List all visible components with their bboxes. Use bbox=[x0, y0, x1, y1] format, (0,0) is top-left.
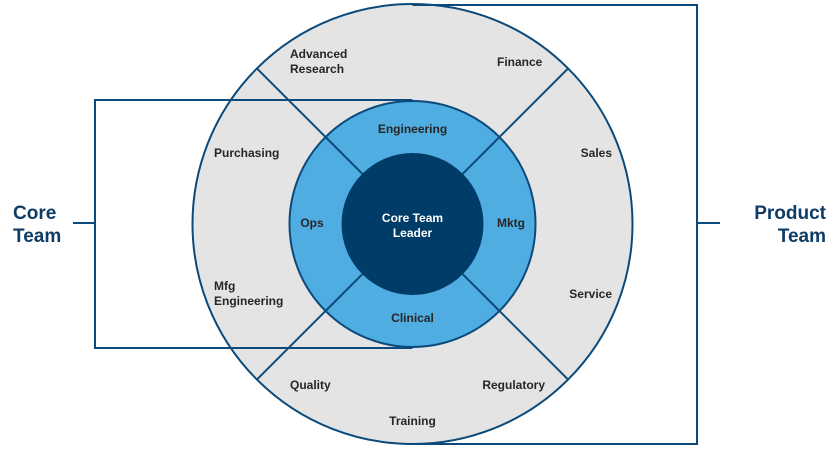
function-finance: Finance bbox=[497, 55, 543, 69]
function-quality: Quality bbox=[290, 378, 331, 392]
core-team-label-line1: Core bbox=[13, 203, 56, 224]
product-team-bracket bbox=[412, 4, 698, 445]
core-team-leader-circle bbox=[341, 153, 484, 295]
core-function-engineering: Engineering bbox=[378, 122, 447, 136]
function-advanced-research-line2: Research bbox=[290, 62, 344, 76]
core-function-mktg: Mktg bbox=[497, 216, 525, 230]
core-function-clinical: Clinical bbox=[391, 311, 434, 325]
function-sales: Sales bbox=[581, 146, 613, 160]
divider-inner-bottom-left bbox=[324, 273, 364, 312]
core-team-leader-label-line2: Leader bbox=[393, 226, 433, 240]
core-team-label-line2: Team bbox=[13, 226, 61, 247]
function-mfg-engineering-line1: Mfg bbox=[214, 279, 235, 293]
core-team-leader-label-line1: Core Team bbox=[382, 211, 443, 225]
function-service: Service bbox=[569, 287, 612, 301]
function-mfg-engineering-line2: Engineering bbox=[214, 294, 283, 308]
function-training: Training bbox=[389, 414, 436, 428]
divider-inner-bottom-right bbox=[461, 273, 501, 312]
function-advanced-research-line1: Advanced bbox=[290, 47, 347, 61]
product-team-label-line1: Product bbox=[754, 203, 826, 224]
product-team-label-line2: Team bbox=[778, 226, 826, 247]
divider-inner-top-left bbox=[324, 136, 364, 175]
core-function-ops: Ops bbox=[300, 216, 324, 230]
function-regulatory: Regulatory bbox=[482, 378, 545, 392]
function-purchasing: Purchasing bbox=[214, 146, 279, 160]
divider-inner-top-right bbox=[461, 136, 501, 175]
